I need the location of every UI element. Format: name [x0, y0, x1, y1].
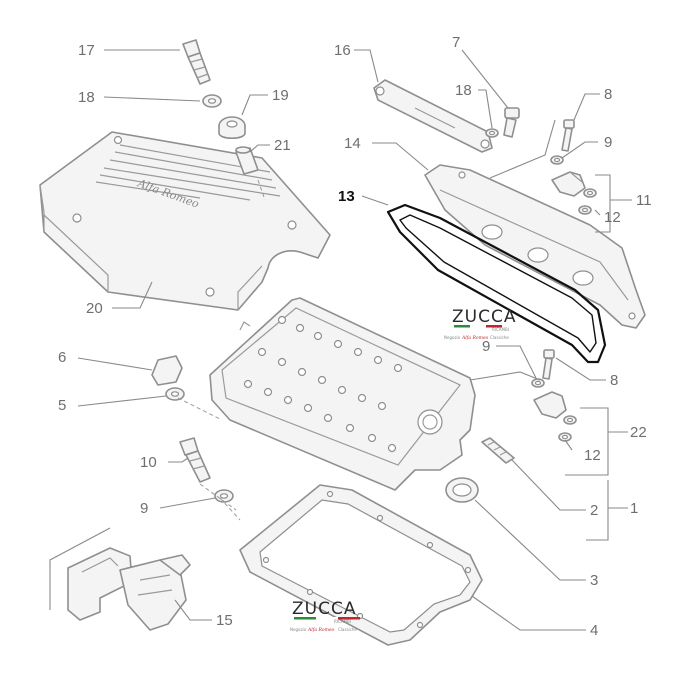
o-rings-12-top[interactable] — [578, 188, 597, 215]
plug-6[interactable] — [151, 355, 183, 386]
callout-22: 22 — [630, 424, 647, 441]
watermark-footer-right: Classiche — [338, 627, 357, 632]
head-cover-gasket[interactable] — [239, 484, 483, 646]
washer-9-left[interactable] — [214, 489, 234, 503]
screw-8-top[interactable] — [561, 119, 575, 152]
watermark-footer-brand: Alfa Romeo — [461, 335, 488, 341]
spacer-21[interactable] — [235, 146, 259, 175]
elbow-fitting-22[interactable] — [533, 391, 567, 419]
washer-5[interactable] — [165, 387, 185, 401]
washer-18-left[interactable] — [202, 94, 222, 108]
alignment-dashes — [177, 179, 266, 521]
callout-4: 4 — [590, 622, 598, 639]
callout-14: 14 — [344, 135, 361, 152]
watermark-footer-left: Negozio — [444, 335, 461, 340]
callout-3: 3 — [590, 572, 598, 589]
washer-9-top[interactable] — [550, 155, 564, 165]
callout-13: 13 — [338, 188, 355, 205]
callout-7: 7 — [452, 34, 460, 51]
watermark-logo-upper: ZUCCA RICAMBI Negozio Alfa Romeo Classic… — [444, 307, 516, 341]
callout-21: 21 — [274, 137, 291, 154]
callout-2: 2 — [590, 502, 598, 519]
screw-8-right[interactable] — [542, 349, 555, 380]
leader-lines — [49, 49, 632, 631]
bolt-10[interactable] — [179, 437, 211, 483]
washer-18-top[interactable] — [485, 128, 499, 138]
screw-7[interactable] — [503, 107, 520, 138]
callout-12-bottom: 12 — [584, 447, 601, 464]
watermark-footer-left: Negozio — [290, 627, 307, 632]
watermark-title: ZUCCA — [452, 307, 516, 327]
watermark-line: RICAMBI — [492, 327, 509, 332]
callout-16: 16 — [334, 42, 351, 59]
callout-9-top: 9 — [604, 134, 612, 151]
callout-11: 11 — [636, 192, 652, 209]
callout-18-left: 18 — [78, 89, 95, 106]
callout-17: 17 — [78, 42, 95, 59]
callout-6: 6 — [58, 349, 66, 366]
cylinder-head-cover[interactable] — [209, 297, 476, 491]
engine-cover[interactable]: Alfa Romeo — [39, 131, 331, 311]
callout-20: 20 — [86, 300, 103, 317]
seal-3[interactable] — [445, 477, 479, 503]
callout-9-left: 9 — [140, 500, 148, 517]
watermark-line: RICAMBI — [334, 619, 351, 624]
watermark-title: ZUCCA — [292, 599, 356, 619]
callout-5: 5 — [58, 397, 66, 414]
callout-labels: 17 18 19 21 20 16 7 18 8 9 14 13 11 12 6… — [58, 34, 652, 639]
washer-9-right[interactable] — [531, 378, 545, 388]
grommet-19[interactable] — [218, 116, 246, 140]
bolt-17[interactable] — [182, 39, 211, 85]
elbow-fitting-11[interactable] — [551, 171, 586, 197]
callout-9-right: 9 — [482, 338, 490, 355]
stud-2[interactable] — [481, 437, 515, 464]
callout-8-right: 8 — [610, 372, 618, 389]
cam-cover-gasket-highlighted[interactable] — [386, 203, 607, 364]
bracket-16[interactable] — [373, 79, 493, 153]
callout-8-top: 8 — [604, 86, 612, 103]
cam-cover[interactable] — [424, 164, 646, 329]
callout-10: 10 — [140, 454, 157, 471]
callout-15: 15 — [216, 612, 233, 629]
callout-19: 19 — [272, 87, 289, 104]
o-rings-12-bottom[interactable] — [558, 415, 577, 442]
watermark-logo-lower: ZUCCA RICAMBI Negozio Alfa Romeo Classic… — [290, 599, 360, 633]
watermark-footer-right: Classiche — [490, 335, 509, 340]
callout-12-top: 12 — [604, 209, 621, 226]
watermark-footer-brand: Alfa Romeo — [307, 627, 334, 633]
clamp-15[interactable] — [67, 547, 191, 631]
callout-18-top: 18 — [455, 82, 472, 99]
callout-1: 1 — [630, 500, 638, 517]
